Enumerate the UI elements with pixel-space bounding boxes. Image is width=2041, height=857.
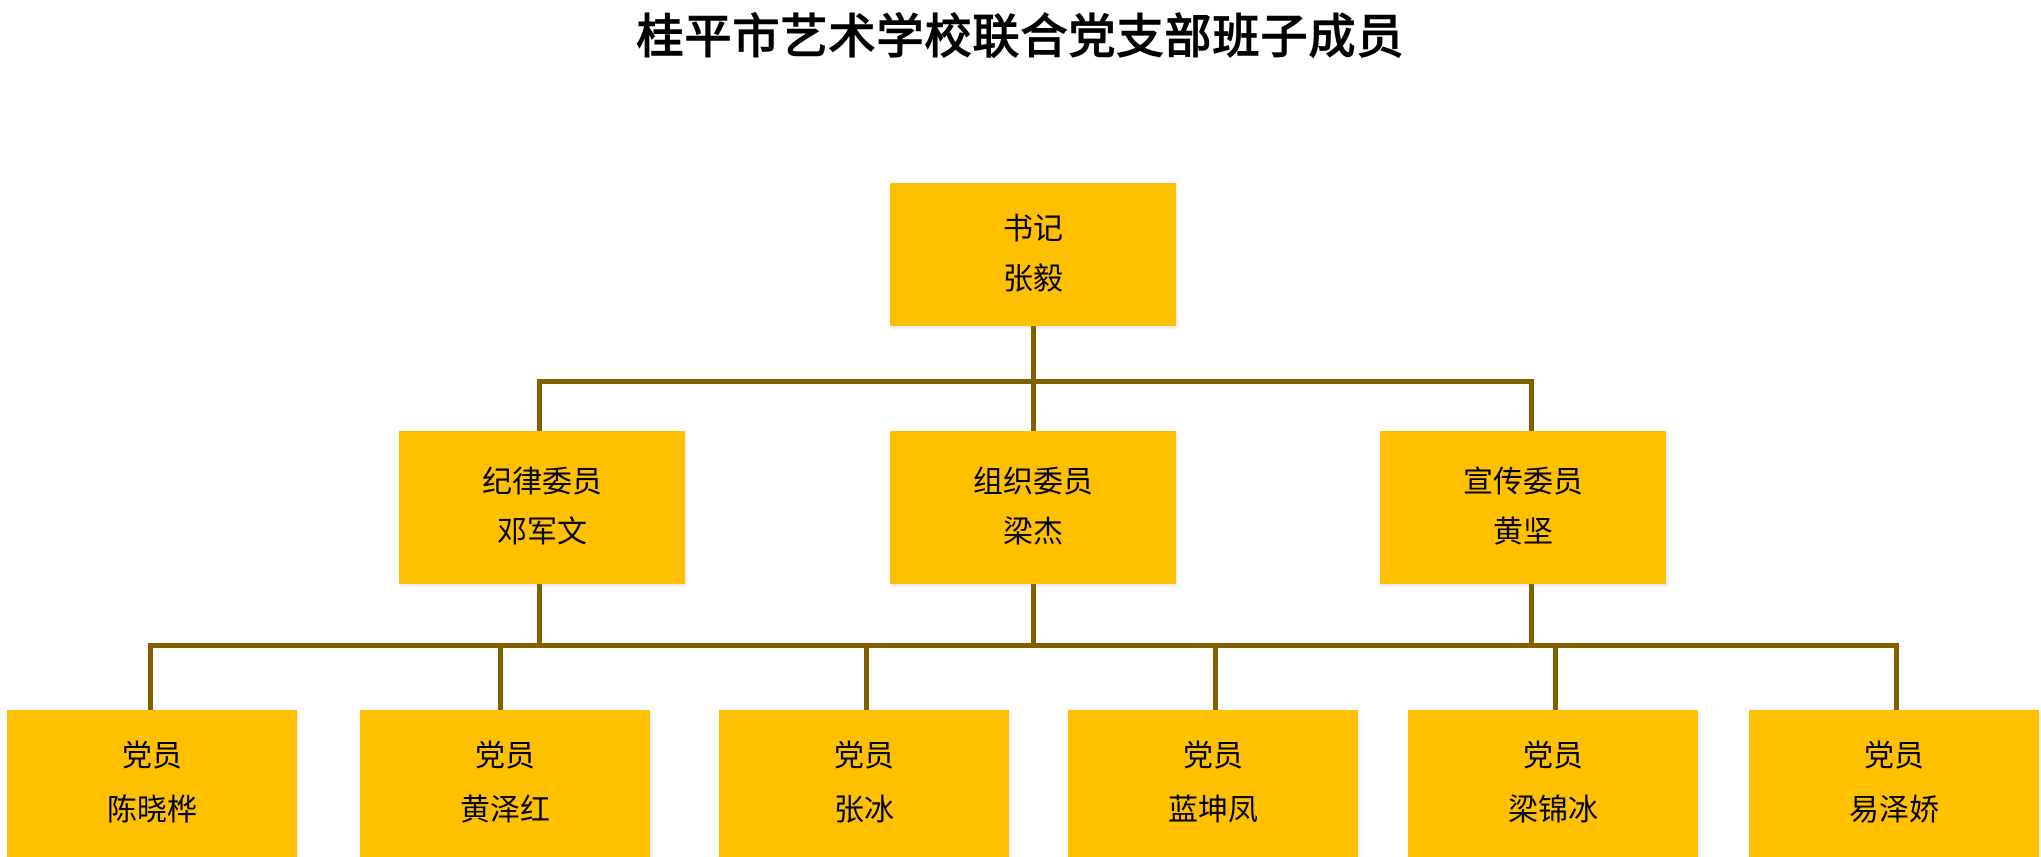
node-member-2[interactable]: 党员 黄泽红: [360, 710, 650, 857]
connector-stem-manager-2: [1031, 583, 1036, 647]
connector-drop-member-5: [1553, 643, 1558, 710]
node-root[interactable]: 书记 张毅: [890, 183, 1176, 326]
node-manager-1[interactable]: 纪律委员 邓军文: [399, 431, 685, 584]
node-role: 纪律委员: [482, 465, 602, 499]
node-role: 宣传委员: [1463, 465, 1583, 499]
connector-stem-manager-3: [1529, 583, 1534, 647]
node-person: 张毅: [1003, 262, 1063, 296]
node-member-5[interactable]: 党员 梁锦冰: [1408, 710, 1698, 857]
node-person: 黄坚: [1493, 515, 1553, 549]
node-member-3[interactable]: 党员 张冰: [719, 710, 1009, 857]
node-role: 党员: [1183, 739, 1243, 773]
node-manager-3[interactable]: 宣传委员 黄坚: [1380, 431, 1666, 584]
connector-drop-member-1: [148, 643, 153, 710]
node-person: 张冰: [834, 793, 894, 827]
connector-drop-manager-1: [537, 379, 542, 431]
connector-stem-manager-1: [537, 583, 542, 647]
connector-drop-member-6: [1894, 643, 1899, 710]
node-person: 黄泽红: [460, 793, 550, 827]
node-person: 易泽娇: [1849, 793, 1939, 827]
node-role: 党员: [475, 739, 535, 773]
connector-drop-manager-3: [1529, 379, 1534, 431]
node-person: 陈晓桦: [107, 793, 197, 827]
node-member-6[interactable]: 党员 易泽娇: [1749, 710, 2039, 857]
connector-member-bus: [148, 643, 1897, 648]
node-role: 党员: [1864, 739, 1924, 773]
page-title: 桂平市艺术学校联合党支部班子成员: [636, 10, 1405, 63]
node-person: 蓝坤凤: [1168, 793, 1258, 827]
node-person: 梁杰: [1003, 515, 1063, 549]
node-member-1[interactable]: 党员 陈晓桦: [7, 710, 297, 857]
node-member-4[interactable]: 党员 蓝坤凤: [1068, 710, 1358, 857]
connector-drop-member-2: [498, 643, 503, 710]
node-person: 邓军文: [497, 515, 587, 549]
node-role: 书记: [1003, 212, 1063, 246]
node-role: 组织委员: [973, 465, 1093, 499]
node-role: 党员: [122, 739, 182, 773]
node-role: 党员: [1523, 739, 1583, 773]
connector-root-stem: [1031, 324, 1036, 383]
node-manager-2[interactable]: 组织委员 梁杰: [890, 431, 1176, 584]
connector-drop-member-3: [864, 643, 869, 710]
connector-drop-member-4: [1213, 643, 1218, 710]
node-person: 梁锦冰: [1508, 793, 1598, 827]
node-role: 党员: [834, 739, 894, 773]
connector-drop-manager-2: [1031, 379, 1036, 431]
